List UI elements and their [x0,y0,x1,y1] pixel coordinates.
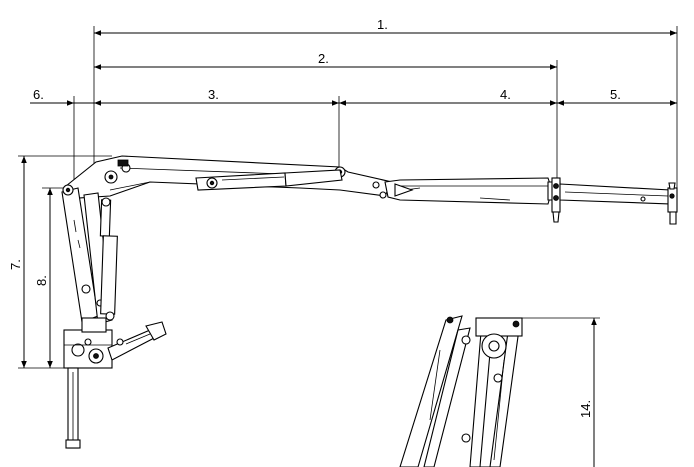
lift-cylinder [99,197,118,321]
dimension-7: 7. [8,156,27,368]
dimension-14-label: 14. [578,400,593,418]
extension-section-1 [547,177,561,223]
crane-secondary-view [399,315,523,467]
dimension-1-label: 1. [377,17,388,32]
dimension-5-label: 5. [610,87,621,102]
stabilizer-arm [107,321,167,361]
dimension-2-label: 2. [318,51,329,66]
extension-lines [18,26,678,369]
dimension-4-label: 4. [500,87,511,102]
dimension-3-label: 3. [208,87,219,102]
dimension-chain: 6. 3. 4. 5. [30,87,677,106]
dimension-6-label: 6. [33,87,44,102]
dimension-8-label: 8. [34,275,49,286]
extension-section-2 [559,182,678,225]
slewing-base [63,317,113,369]
dimension-8: 8. [34,188,53,368]
boom-cylinder [195,169,343,191]
dimension-14: 14. [578,318,597,467]
stabilizer-leg [65,367,81,449]
dimension-2: 2. [94,51,557,70]
outer-boom [384,177,553,205]
dimension-1: 1. [94,17,677,36]
dimension-7-label: 7. [8,259,23,270]
